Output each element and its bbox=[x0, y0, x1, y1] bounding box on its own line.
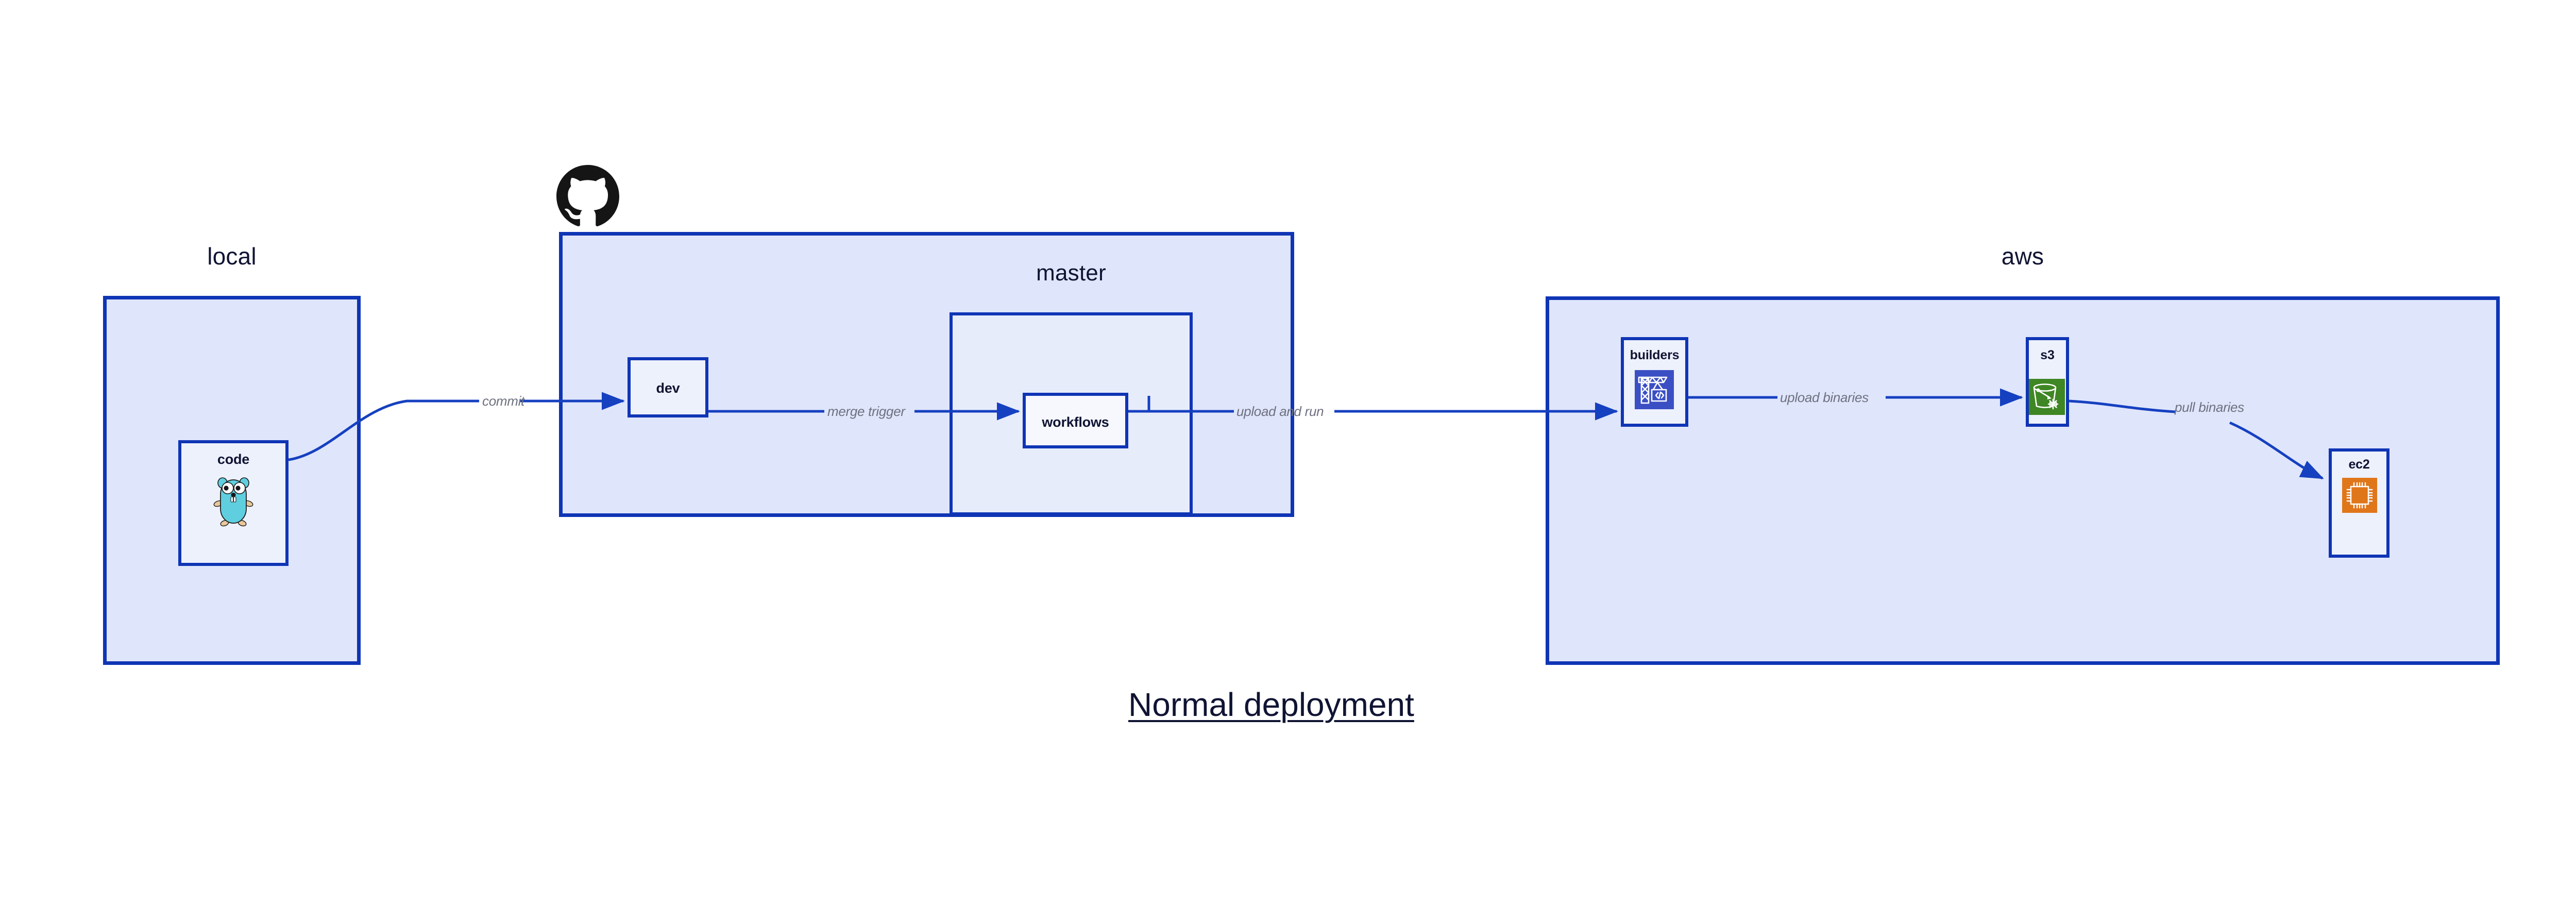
edge-label-pull-binaries: pull binaries bbox=[2175, 399, 2244, 415]
diagram-title: Normal deployment bbox=[1128, 686, 1414, 723]
group-title-aws: aws bbox=[2001, 243, 2044, 270]
node-workflows[interactable] bbox=[1023, 393, 1128, 448]
github-octocat-logo bbox=[556, 165, 619, 228]
node-label-workflows: workflows bbox=[1042, 414, 1109, 430]
crane-code-icon bbox=[1635, 370, 1674, 409]
group-title-master: master bbox=[1036, 260, 1106, 286]
edge-label-commit: commit bbox=[482, 393, 524, 409]
node-label-code: code bbox=[217, 452, 250, 467]
node-label-builders: builders bbox=[1630, 348, 1680, 362]
node-ec2[interactable] bbox=[2329, 448, 2389, 558]
edge-label-upload-and-run: upload and run bbox=[1236, 404, 1324, 419]
node-dev[interactable] bbox=[628, 357, 708, 417]
group-title-local: local bbox=[207, 243, 257, 270]
node-label-dev: dev bbox=[656, 380, 680, 396]
s3-bucket-icon bbox=[2029, 379, 2065, 415]
edge-label-upload-binaries: upload binaries bbox=[1780, 390, 1869, 405]
ec2-chip-icon bbox=[2342, 478, 2377, 513]
go-gopher-icon bbox=[210, 472, 257, 528]
node-label-ec2: ec2 bbox=[2348, 457, 2370, 472]
node-label-s3: s3 bbox=[2040, 348, 2055, 362]
edge-label-merge-trigger: merge trigger bbox=[827, 404, 905, 419]
